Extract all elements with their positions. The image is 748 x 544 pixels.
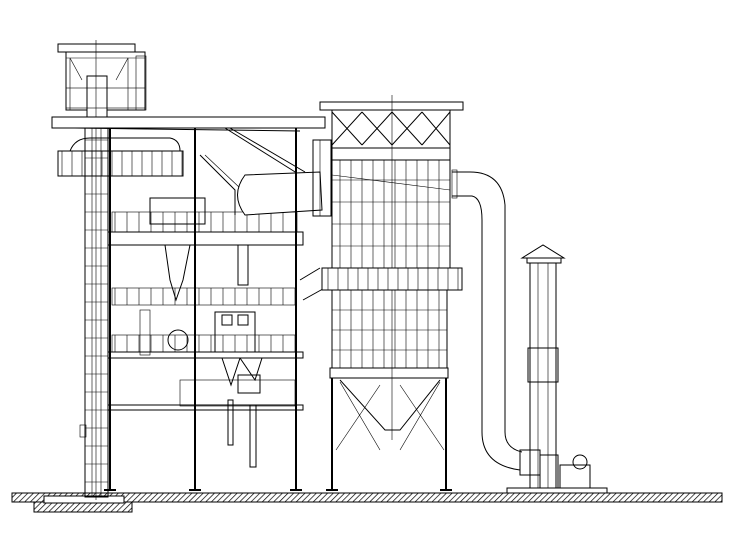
support-columns (104, 128, 452, 491)
bucket-elevator (79, 127, 109, 498)
chimney-stack (520, 244, 566, 489)
ground-line (11, 492, 723, 513)
dryer-drum (237, 139, 332, 217)
top-screen-house (57, 40, 147, 500)
main-deck (51, 116, 326, 176)
baghouse-filter (319, 95, 464, 490)
exhaust-fan (506, 449, 608, 494)
exhaust-duct (451, 169, 523, 471)
